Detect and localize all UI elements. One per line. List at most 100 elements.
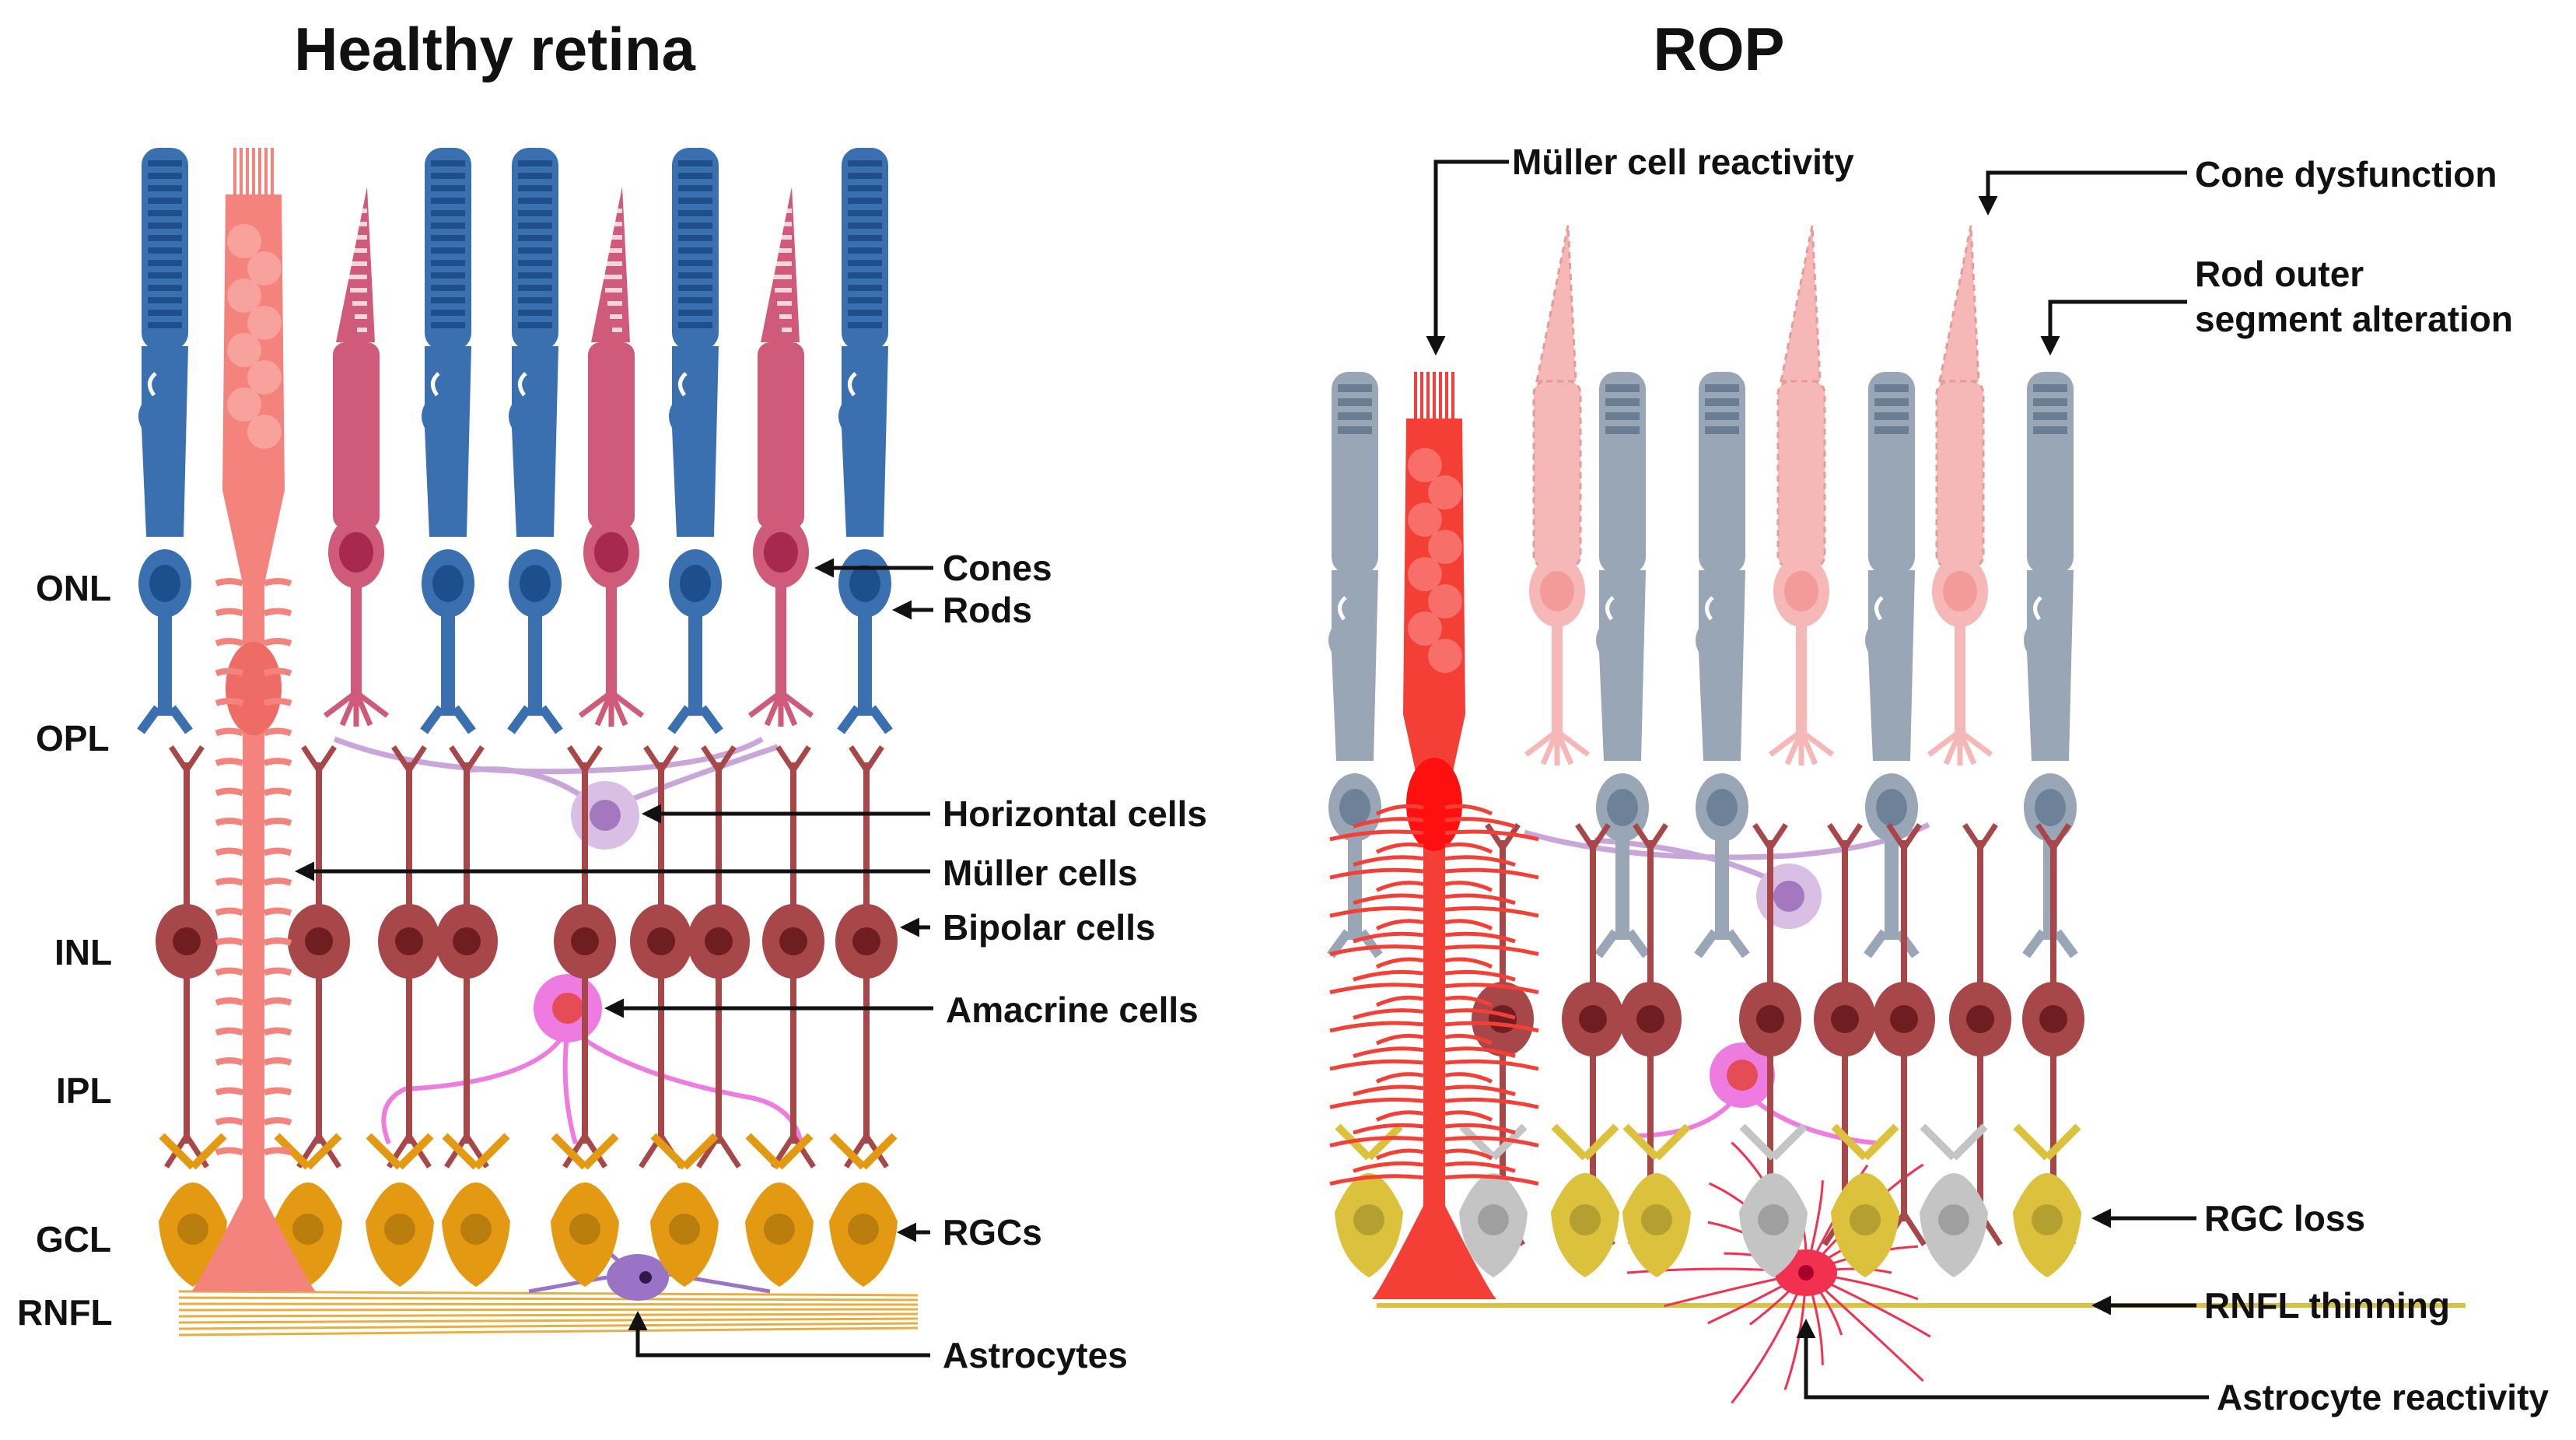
cone-axon xyxy=(1796,622,1807,739)
rod-cell-altered xyxy=(1327,372,1383,958)
rod-disc xyxy=(848,198,882,204)
rod-disc xyxy=(518,260,552,266)
rgc-soma xyxy=(1459,1173,1528,1277)
bipolar-cell xyxy=(630,745,692,1168)
arrow-muller-cell-reactivity xyxy=(1426,159,1509,356)
cone-outer-segment xyxy=(1938,225,1980,383)
cone-lamella xyxy=(779,314,792,319)
rod-outer-segment xyxy=(2027,372,2074,574)
rgc-soma xyxy=(650,1182,719,1287)
muller-granule xyxy=(1428,475,1462,510)
muller-process xyxy=(1353,855,1516,867)
label-rgc-loss: RGC loss xyxy=(2204,1198,2366,1239)
cone-cell-dysfunctional xyxy=(1927,225,1993,766)
cone-lamella xyxy=(357,328,367,332)
muller-process xyxy=(215,1147,292,1156)
cone-cell-dysfunctional xyxy=(1768,225,1835,766)
rod-nucleus xyxy=(1607,789,1638,826)
horizontal-cell-process xyxy=(333,736,779,812)
cone-nucleus xyxy=(1943,571,1977,611)
muller-process xyxy=(1329,1021,1539,1033)
label-muller-cells: Müller cells xyxy=(943,853,1138,893)
rod-disc xyxy=(678,185,712,191)
muller-granule xyxy=(1408,557,1442,591)
bipolar-dendrite-tips xyxy=(391,745,427,772)
rgc-nucleus xyxy=(764,1214,795,1245)
rod-disc xyxy=(678,260,712,266)
cone-nucleus xyxy=(339,532,373,573)
rod-cell-altered xyxy=(1594,372,1650,958)
rod-outer-segment xyxy=(1699,372,1745,574)
rod-disc xyxy=(678,222,712,229)
cone-lamella xyxy=(768,248,792,253)
rod-nucleus xyxy=(149,565,180,602)
cone-inner-segment xyxy=(1776,380,1826,569)
muller-process xyxy=(1353,1123,1516,1135)
amacrine-process xyxy=(381,1025,803,1145)
rod-terminal xyxy=(420,705,476,734)
astrocyte-soma xyxy=(607,1254,669,1301)
muller-granule xyxy=(247,251,282,286)
rod-disc xyxy=(148,210,182,216)
bipolar-cell xyxy=(1873,823,1935,1246)
rod-disc xyxy=(148,235,182,241)
rgc-cell xyxy=(1622,1123,1691,1277)
layer-label-inl: INL xyxy=(54,932,113,972)
cone-pedicle xyxy=(1768,729,1835,766)
muller-process xyxy=(1329,867,1539,880)
rod-disc xyxy=(431,310,465,316)
rgc-cell xyxy=(1831,1123,1899,1277)
rod-disc xyxy=(518,285,552,291)
muller-process xyxy=(1329,1136,1539,1147)
bipolar-dendrite-tips xyxy=(849,745,884,772)
rod-cilium xyxy=(148,372,157,397)
rod-axon xyxy=(1348,839,1362,940)
rod-disc xyxy=(431,235,465,241)
rod-disc xyxy=(1874,384,1909,392)
rod-disc xyxy=(848,247,882,254)
bipolar-dendrite-tips xyxy=(1752,823,1788,850)
cone-lamella xyxy=(348,275,367,279)
rgc-cell xyxy=(745,1133,814,1287)
bipolar-dendrite-tips xyxy=(775,745,811,772)
cone-lamella xyxy=(610,314,622,319)
rnfl-fiber xyxy=(178,1308,919,1312)
muller-process xyxy=(1375,842,1493,854)
rod-disc xyxy=(678,210,712,216)
muller-process xyxy=(1329,1097,1539,1109)
muller-body xyxy=(191,194,316,1291)
muller-process xyxy=(1375,957,1493,969)
rod-disc xyxy=(148,285,182,291)
bipolar-nucleus xyxy=(779,927,807,955)
muller-process xyxy=(1329,1059,1539,1071)
cone-lamella xyxy=(591,208,622,213)
rgc-nucleus xyxy=(1850,1204,1881,1235)
rod-terminal xyxy=(837,705,893,734)
rod-disc xyxy=(431,160,465,166)
rod-cilium xyxy=(1338,596,1347,621)
rod-cilium xyxy=(2033,596,2042,621)
muller-process xyxy=(215,818,292,826)
label-amacrine-cells: Amacrine cells xyxy=(946,990,1199,1030)
cone-outer-segment xyxy=(1780,225,1822,383)
rod-disc xyxy=(678,247,712,254)
muller-granule xyxy=(1428,530,1462,564)
cone-lamella xyxy=(350,288,367,293)
rod-nucleus xyxy=(520,565,551,602)
rod-inner-segment xyxy=(509,346,558,537)
rod-axon xyxy=(1885,839,1899,940)
rod-disc xyxy=(431,247,465,254)
bipolar-nucleus xyxy=(1966,1005,1994,1033)
rnfl-fiber xyxy=(178,1322,919,1330)
bipolar-nucleus xyxy=(453,927,481,955)
rnfl-fiber xyxy=(178,1302,919,1306)
cone-lamella xyxy=(763,222,792,226)
muller-process xyxy=(1353,1084,1516,1097)
rod-disc xyxy=(518,272,552,279)
rod-disc xyxy=(1338,398,1372,406)
rod-inner-segment xyxy=(1328,570,1378,761)
bipolar-nucleus xyxy=(1489,1005,1517,1033)
muller-cell xyxy=(191,148,316,1291)
rod-disc xyxy=(518,173,552,179)
